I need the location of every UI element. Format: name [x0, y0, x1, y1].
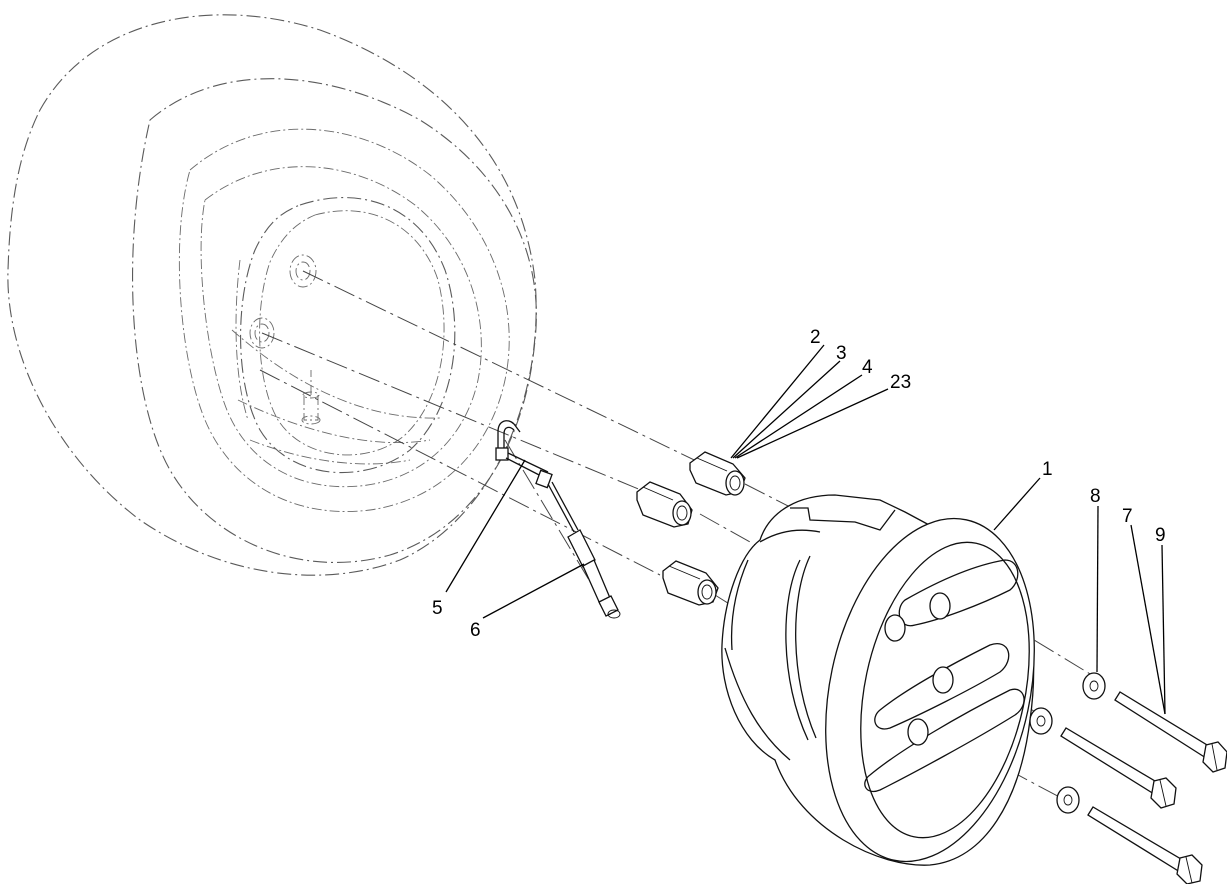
lug-nut-upper — [689, 451, 746, 496]
bolt-upper — [1114, 691, 1227, 773]
valve-stem-extension — [495, 420, 579, 533]
rim-lug-holes — [249, 254, 317, 349]
callout-23: 23 — [890, 372, 911, 393]
washer-middle — [1029, 707, 1053, 735]
callout-3: 3 — [836, 343, 847, 364]
callout-1: 1 — [1042, 459, 1053, 480]
callout-9: 9 — [1155, 525, 1166, 546]
callout-4: 4 — [862, 357, 873, 378]
wheel-hub — [721, 494, 1035, 866]
washer-upper — [1082, 672, 1106, 700]
leader-lines — [445, 344, 1166, 715]
callout-labels: 1 2 3 4 23 5 6 7 8 9 — [432, 327, 1166, 641]
callout-2: 2 — [810, 327, 821, 348]
bolt-lower — [1087, 806, 1203, 884]
callout-7: 7 — [1122, 506, 1133, 527]
callout-5: 5 — [432, 598, 443, 619]
wheel-tire-phantom — [7, 14, 537, 576]
lug-nut-middle — [636, 481, 693, 528]
callout-6: 6 — [470, 620, 481, 641]
rim-valve-stem — [301, 370, 321, 425]
bolt-middle — [1060, 727, 1177, 809]
lug-nut-lower — [662, 560, 719, 606]
valve-stem-cap — [567, 529, 621, 619]
callout-8: 8 — [1090, 486, 1101, 507]
washer-lower — [1056, 786, 1080, 814]
